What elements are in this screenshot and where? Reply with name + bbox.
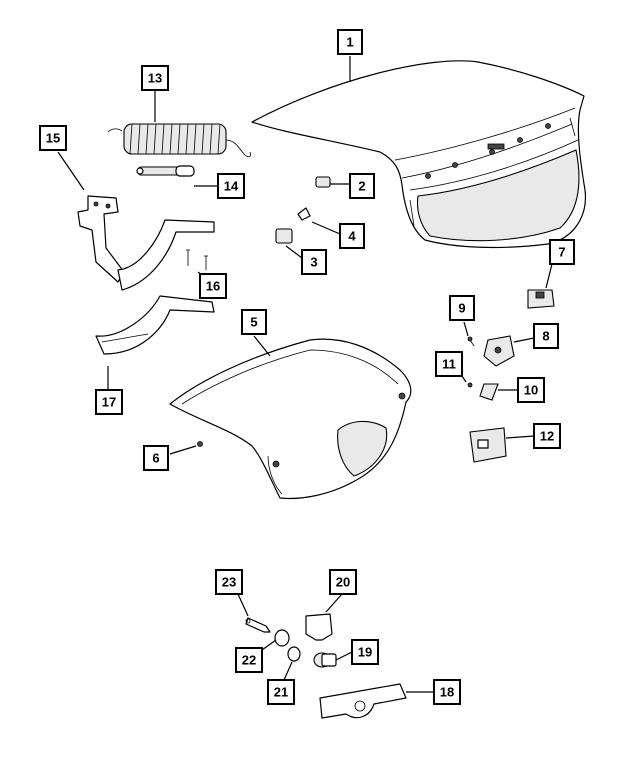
callout-label: 15: [46, 131, 60, 146]
callout-label: 17: [102, 395, 116, 410]
callout-label: 5: [250, 315, 257, 330]
part-4-clip: [297, 207, 311, 221]
callout-label: 7: [558, 245, 565, 260]
callout-6: 6: [143, 445, 169, 471]
callout-label: 3: [310, 255, 317, 270]
callout-7: 7: [549, 239, 575, 265]
callout-10: 10: [517, 377, 545, 403]
part-5-inner-panel: [169, 338, 412, 500]
callout-16: 16: [199, 273, 227, 299]
callout-label: 22: [242, 653, 256, 668]
part-1-deck-lid: [251, 60, 587, 249]
part-23-lever: [245, 617, 271, 633]
callout-label: 13: [148, 71, 162, 86]
callout-2: 2: [349, 173, 375, 199]
callout-23: 23: [215, 569, 243, 595]
callout-19: 19: [351, 639, 379, 665]
part-12-bracket: [469, 427, 507, 463]
callout-label: 9: [458, 301, 465, 316]
callout-4: 4: [339, 223, 365, 249]
callout-3: 3: [301, 249, 327, 275]
part-3-bumper: [275, 228, 293, 244]
part-14-support-strut: [136, 165, 195, 177]
callout-11: 11: [435, 351, 463, 377]
callout-label: 14: [224, 179, 239, 194]
part-16-bolts: [186, 249, 208, 270]
callout-14: 14: [217, 173, 245, 199]
callout-21: 21: [267, 679, 295, 705]
callout-label: 8: [542, 329, 549, 344]
callout-5: 5: [241, 309, 267, 335]
callout-15: 15: [39, 125, 67, 151]
callout-label: 18: [440, 685, 454, 700]
callout-label: 16: [206, 279, 220, 294]
part-19-cylinder: [313, 652, 337, 668]
callout-label: 23: [222, 575, 236, 590]
part-7-latch-cover: [527, 289, 555, 309]
callout-label: 1: [346, 35, 353, 50]
callout-20: 20: [329, 569, 357, 595]
callout-17: 17: [95, 389, 123, 415]
callout-22: 22: [235, 647, 263, 673]
part-18-housing: [319, 683, 407, 719]
callout-label: 19: [358, 645, 372, 660]
callout-label: 21: [274, 685, 288, 700]
part-15-hinge: [77, 195, 215, 291]
part-10-striker: [479, 383, 499, 401]
callout-12: 12: [533, 423, 561, 449]
part-21-seal: [287, 646, 301, 662]
part-11-bolt: [467, 382, 473, 388]
callout-label: 10: [524, 383, 538, 398]
callout-label: 11: [442, 357, 456, 372]
callout-8: 8: [533, 323, 559, 349]
callout-label: 20: [336, 575, 350, 590]
part-6-fastener: [197, 441, 203, 447]
leader-lines: [57, 56, 553, 693]
part-17-hinge: [95, 295, 215, 355]
callout-label: 6: [152, 451, 159, 466]
part-2-clip: [315, 176, 331, 188]
callout-13: 13: [141, 65, 169, 91]
callout-1: 1: [337, 29, 363, 55]
part-20-retainer: [305, 613, 333, 641]
part-13-torsion-spring: [107, 123, 251, 158]
callout-18: 18: [433, 679, 461, 705]
callout-label: 2: [358, 179, 365, 194]
part-22-gasket: [274, 629, 290, 647]
callout-label: 4: [348, 229, 356, 244]
callout-label: 12: [540, 429, 554, 444]
callout-9: 9: [449, 295, 475, 321]
part-9-bolt: [467, 336, 475, 347]
part-8-latch: [483, 335, 515, 367]
